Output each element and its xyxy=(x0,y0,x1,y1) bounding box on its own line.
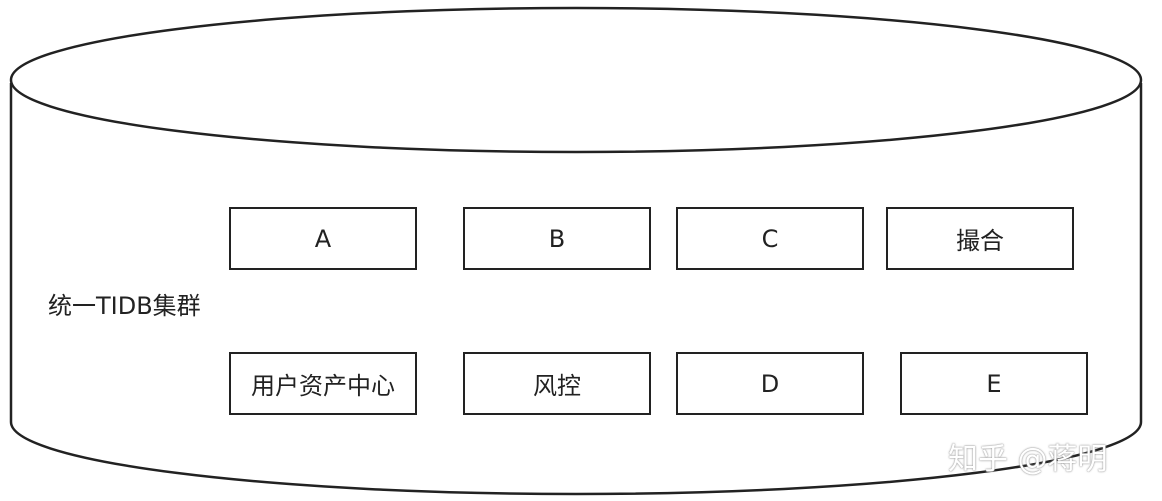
module-risk-control: 风控 xyxy=(463,352,651,415)
module-c: C xyxy=(676,207,864,270)
module-user-asset-center: 用户资产中心 xyxy=(229,352,417,415)
cylinder-top xyxy=(9,6,1143,154)
cluster-label: 统一TIDB集群 xyxy=(48,292,201,320)
module-b: B xyxy=(463,207,651,270)
module-a: A xyxy=(229,207,417,270)
cylinder-body xyxy=(9,83,1143,496)
module-d: D xyxy=(676,352,864,415)
module-e: E xyxy=(900,352,1088,415)
watermark-text: 知乎 @蒋明 xyxy=(948,442,1108,477)
module-matching: 撮合 xyxy=(886,207,1074,270)
